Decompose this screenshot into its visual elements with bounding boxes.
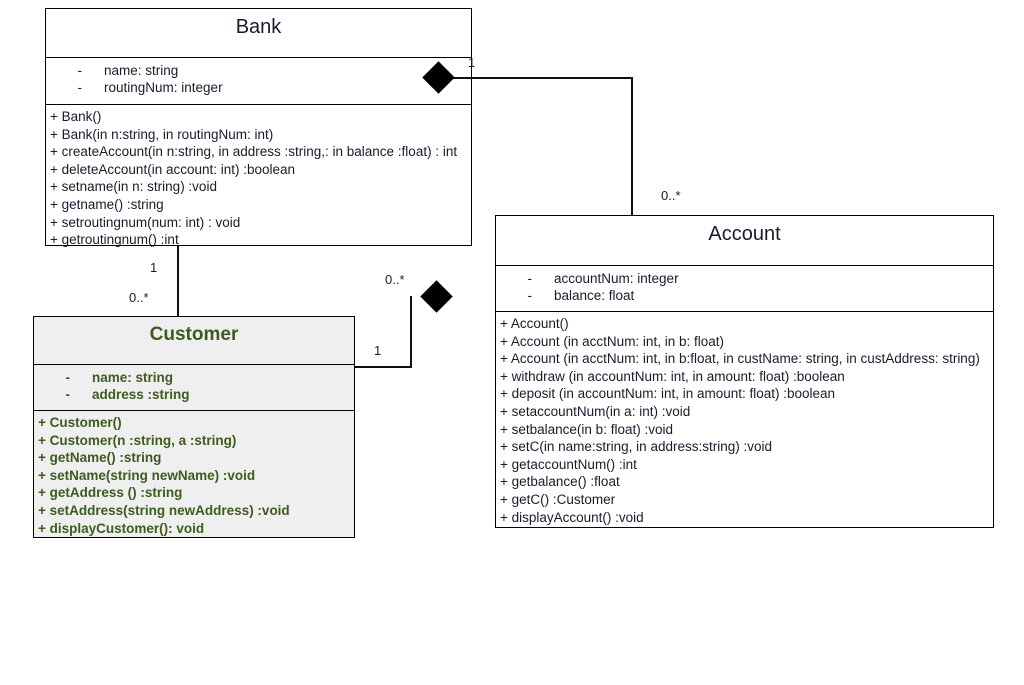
composition-diamond-customer-account <box>420 280 453 313</box>
class-name-bank: Bank <box>235 16 282 38</box>
operation-row: + withdraw (in accountNum: int, in amoun… <box>500 368 845 384</box>
connector-customer-account-horizontal <box>355 366 412 368</box>
multiplicity-bank-customer-target: 0..* <box>129 290 149 305</box>
multiplicity-bank-account-source: 1 <box>468 55 476 70</box>
attribute-row: - name: string <box>34 369 354 386</box>
operation-row: + getbalance() :float <box>500 474 620 490</box>
attribute-text: name: string <box>92 370 174 385</box>
attribute-row: - routingNum: integer <box>46 79 471 96</box>
attribute-text: routingNum: integer <box>104 80 223 95</box>
operation-row: + getAddress () :string <box>38 485 183 501</box>
operation-row: + Account() <box>500 316 569 331</box>
attribute-visibility: - <box>65 370 71 385</box>
connector-customer-account-vertical <box>410 296 412 367</box>
operation-row: + setaccountNum(in a: int) :void <box>500 403 691 419</box>
class-attributes-customer: - name: string - address :string <box>34 365 354 411</box>
attribute-visibility: - <box>77 80 83 95</box>
class-attributes-bank: - name: string - routingNum: integer <box>46 58 471 105</box>
multiplicity-bank-customer-source: 1 <box>150 260 158 275</box>
uml-class-bank[interactable]: Bank - name: string - routingNum: intege… <box>45 8 472 247</box>
connector-bank-customer-vertical <box>177 246 179 316</box>
attribute-row: - accountNum: integer <box>496 270 993 287</box>
attribute-text: address :string <box>92 387 190 402</box>
operation-row: + setName(string newName) :void <box>38 467 256 483</box>
attribute-row: - balance: float <box>496 287 993 304</box>
operation-row: + Account (in acctNum: int, in b: float) <box>500 333 724 349</box>
operation-row: + setC(in name:string, in address:string… <box>500 439 772 455</box>
uml-class-account[interactable]: Account - accountNum: integer - balance:… <box>495 215 994 528</box>
operation-row: + deleteAccount(in account: int) :boolea… <box>50 161 296 177</box>
connector-bank-account-horizontal <box>450 77 633 79</box>
attribute-visibility: - <box>77 63 83 78</box>
attribute-row: - address :string <box>34 386 354 403</box>
operation-row: + Customer(n :string, a :string) <box>38 432 237 448</box>
class-title-bank: Bank <box>46 9 471 58</box>
class-title-account: Account <box>496 216 993 266</box>
operation-row: + getName() :string <box>38 450 162 466</box>
class-name-account: Account <box>708 223 781 245</box>
operation-row: + Bank() <box>50 109 102 124</box>
class-operations-customer: + Customer() + Customer(n :string, a :st… <box>34 411 354 539</box>
multiplicity-bank-account-target: 0..* <box>661 188 681 203</box>
class-name-customer: Customer <box>149 324 239 345</box>
operation-row: + setAddress(string newAddress) :void <box>38 502 290 518</box>
operation-row: + getaccountNum() :int <box>500 456 637 472</box>
multiplicity-customer-account-source: 1 <box>374 343 382 358</box>
class-operations-bank: + Bank() + Bank(in n:string, in routingN… <box>46 105 471 251</box>
operation-row: + setbalance(in b: float) :void <box>500 421 673 437</box>
operation-row: + displayAccount() :void <box>500 509 644 525</box>
operation-row: + createAccount(in n:string, in address … <box>50 144 458 160</box>
connector-bank-account-vertical <box>631 77 633 215</box>
class-operations-account: + Account() + Account (in acctNum: int, … <box>496 312 993 528</box>
operation-row: + Account (in acctNum: int, in b:float, … <box>500 351 980 367</box>
multiplicity-customer-account-target: 0..* <box>385 272 405 287</box>
uml-class-customer[interactable]: Customer - name: string - address :strin… <box>33 316 355 538</box>
attribute-text: name: string <box>104 63 179 78</box>
operation-row: + getroutingnum() :int <box>50 232 179 248</box>
operation-row: + setname(in n: string) :void <box>50 179 217 195</box>
attribute-text: accountNum: integer <box>554 271 679 286</box>
attribute-row: - name: string <box>46 62 471 79</box>
attribute-visibility: - <box>65 387 71 402</box>
attribute-visibility: - <box>527 288 533 303</box>
operation-row: + Bank(in n:string, in routingNum: int) <box>50 126 274 142</box>
operation-row: + getname() :string <box>50 196 164 212</box>
operation-row: + deposit (in accountNum: int, in amount… <box>500 386 836 402</box>
attribute-visibility: - <box>527 271 533 286</box>
operation-row: + setroutingnum(num: int) : void <box>50 214 241 230</box>
class-title-customer: Customer <box>34 317 354 365</box>
operation-row: + Customer() <box>38 415 122 430</box>
operation-row: + getC() :Customer <box>500 491 616 507</box>
operation-row: + displayCustomer(): void <box>38 520 205 536</box>
attribute-text: balance: float <box>554 288 635 303</box>
class-attributes-account: - accountNum: integer - balance: float <box>496 266 993 312</box>
